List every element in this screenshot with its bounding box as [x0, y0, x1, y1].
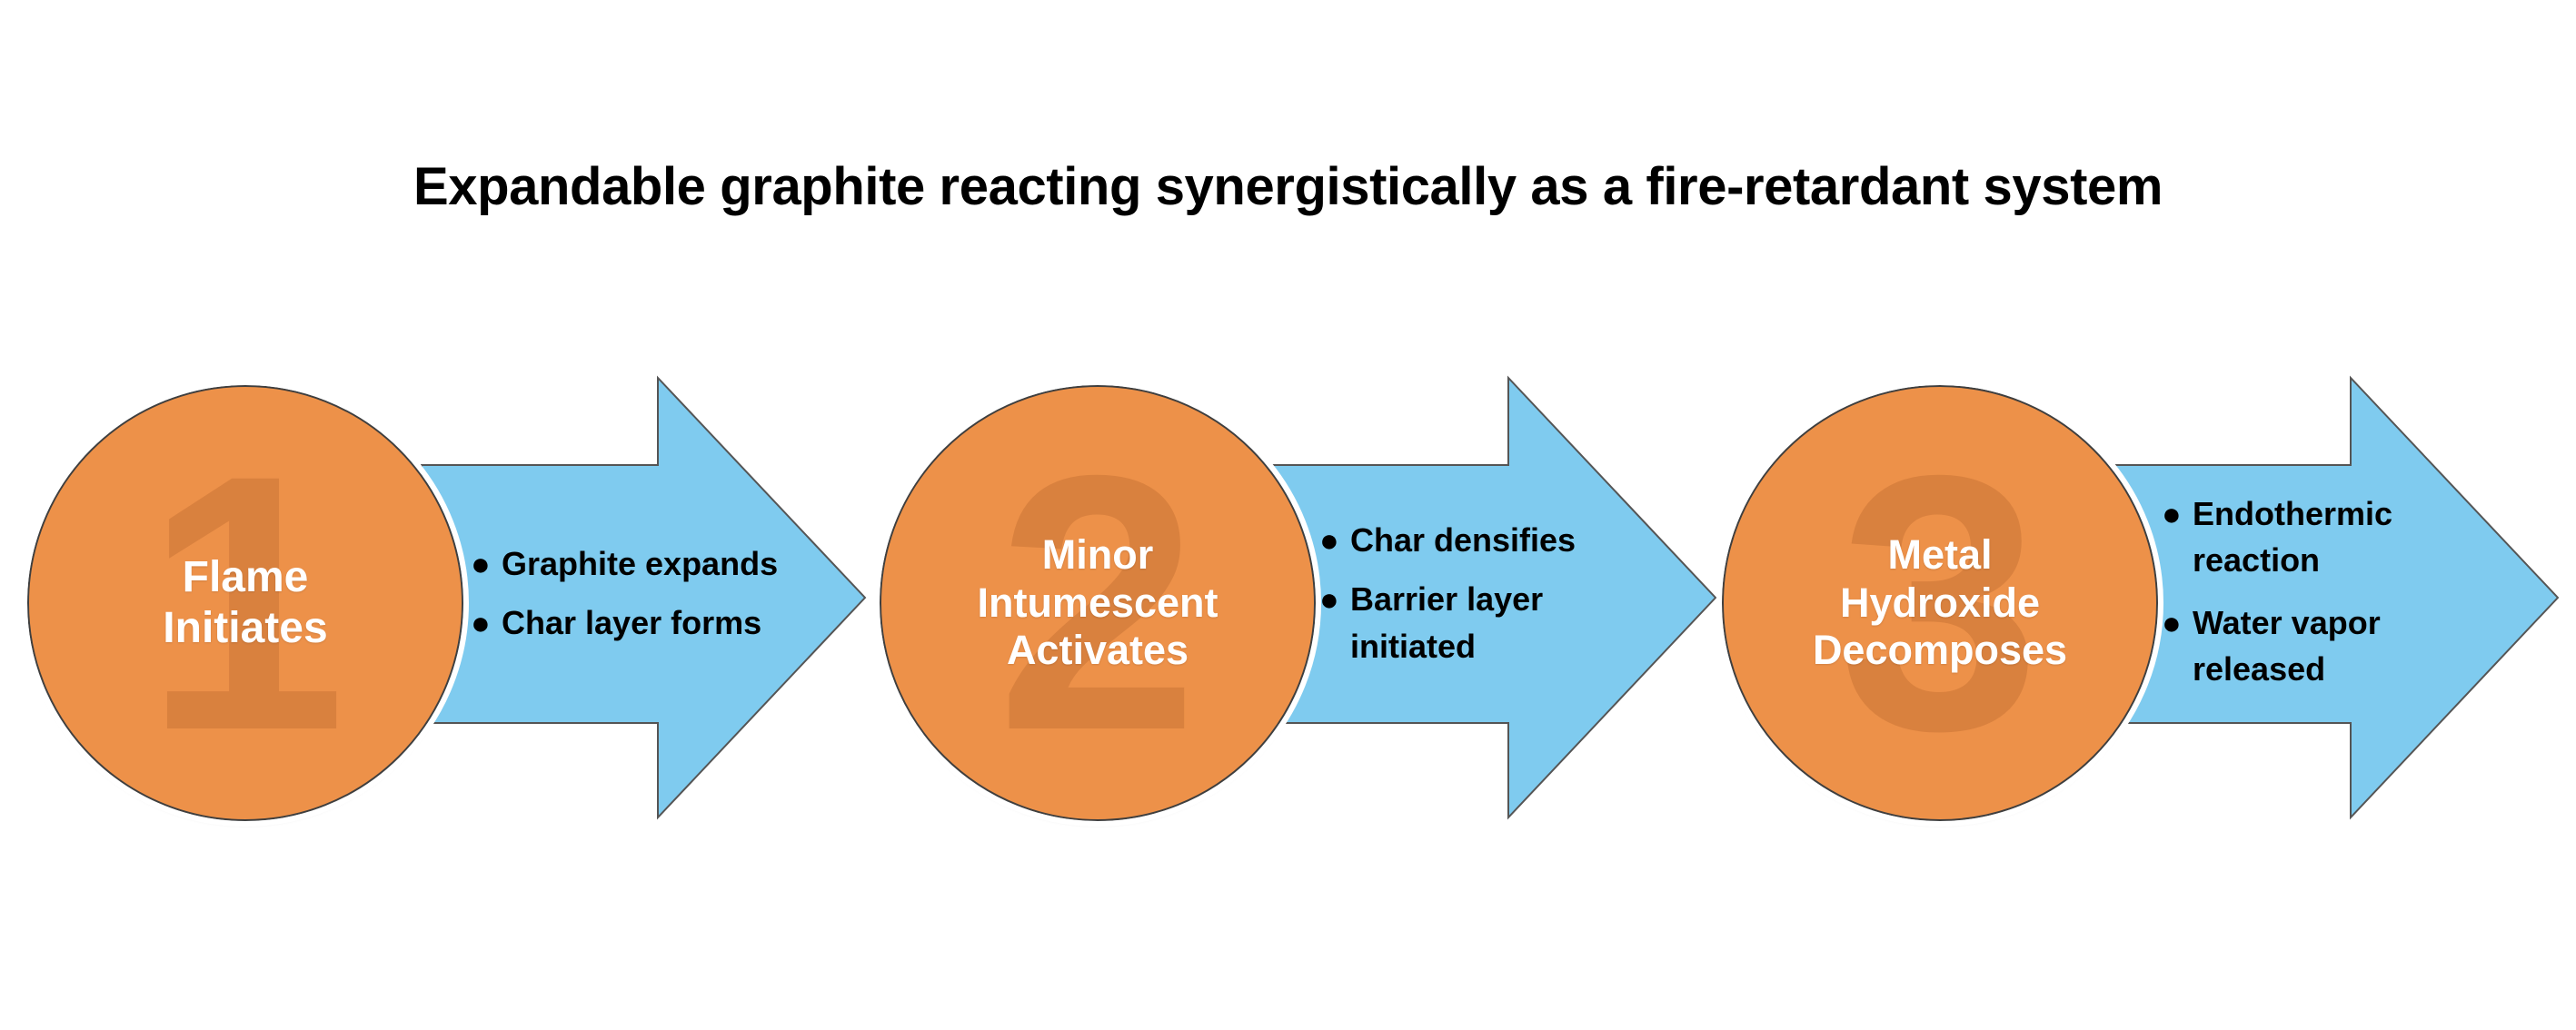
arrow-shape-2: [1271, 375, 1717, 820]
circle-shape-3: [1722, 385, 2158, 821]
arrow-shape-1: [421, 375, 867, 820]
process-arrow-2[interactable]: [1258, 363, 1730, 836]
stage-circle-3[interactable]: 3 Metal Hydroxide Decomposes: [1716, 380, 2163, 827]
circle-shape-1: [27, 385, 463, 821]
stage-2: ● Char densifies ● Barrier layer initiat…: [850, 0, 1759, 1030]
page-title: Expandable graphite reacting synergistic…: [413, 157, 2163, 216]
stage-label-1: Flame Initiates: [163, 552, 328, 652]
arrow-shape-3: [2114, 375, 2560, 820]
stage-1: ● Graphite expands ● Char layer forms 1 …: [0, 0, 909, 1030]
stage-label-2: Minor Intumescent Activates: [977, 531, 1218, 674]
stage-circle-2[interactable]: 2 Minor Intumescent Activates: [874, 380, 1321, 827]
stage-circle-1[interactable]: 1 Flame Initiates: [22, 380, 469, 827]
stage-label-3: Metal Hydroxide Decomposes: [1812, 531, 2068, 674]
circle-shape-2: [880, 385, 1316, 821]
process-arrow-1[interactable]: [407, 363, 880, 836]
stage-3: ● Endothermic reaction ● Water vapor rel…: [1693, 0, 2576, 1030]
process-arrow-3[interactable]: [2100, 363, 2572, 836]
